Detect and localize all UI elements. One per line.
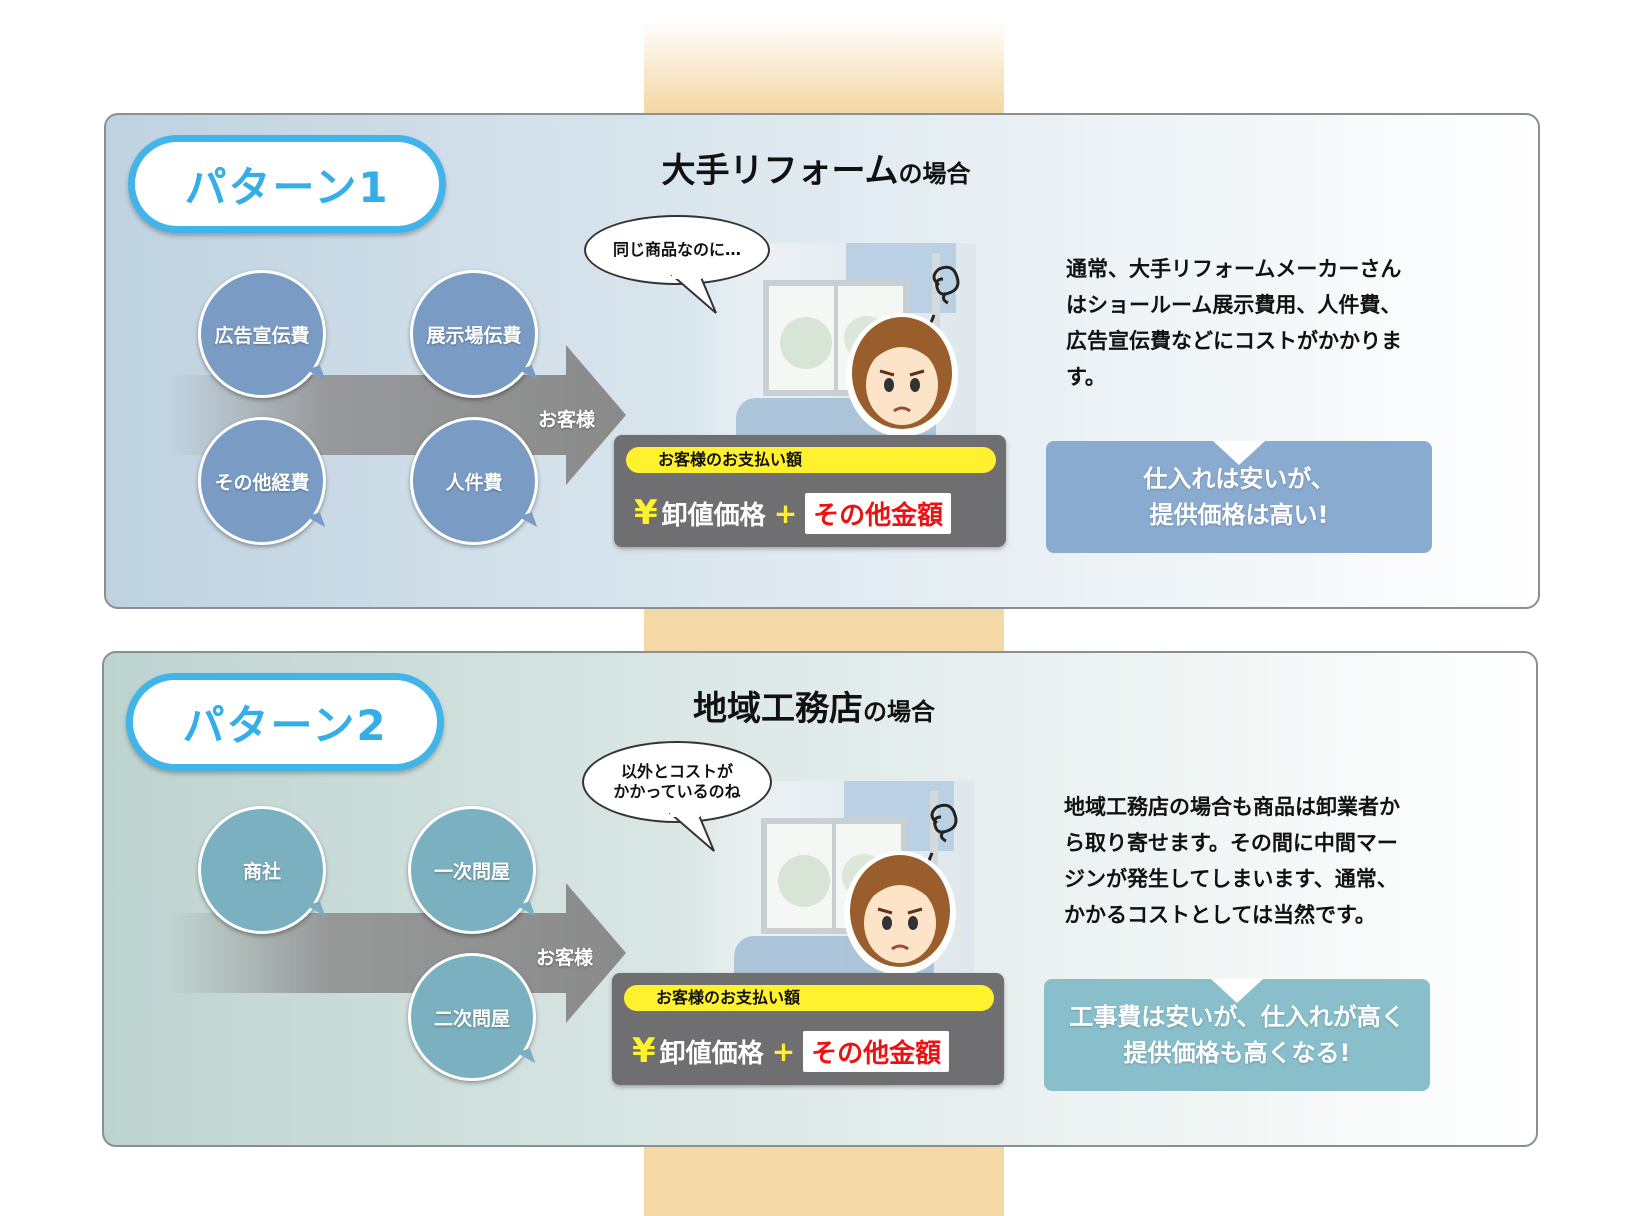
callout-line1: 工事費は安いが、仕入れが高く xyxy=(1069,1003,1405,1031)
pattern2-title: 地域工務店の場合 xyxy=(534,681,1094,730)
payment-box: お客様のお支払い額 ¥ 卸値価格 + その他金額 xyxy=(614,435,1006,547)
speech-line2: かかっているのね xyxy=(613,782,741,801)
payment-box: お客様のお支払い額 ¥ 卸値価格 + その他金額 xyxy=(612,973,1004,1085)
pattern2-description: 地域工務店の場合も商品は卸業者から取り寄せます。その間に中間マージンが発生してし… xyxy=(1064,795,1400,927)
callout-line2: 提供価格は高い! xyxy=(1149,501,1329,529)
wholesale-price: 卸値価格 xyxy=(661,500,766,531)
pattern1-panel: パターン1 大手リフォームの場合 広告宣伝費 展示場伝費 その他経費 人件費 お… xyxy=(104,113,1540,609)
arrow-customer-label: お客様 xyxy=(538,409,596,431)
cost-circle-other: その他経費 xyxy=(198,417,326,545)
yen-icon: ¥ xyxy=(632,1031,656,1071)
arrow-customer-label: お客様 xyxy=(536,947,594,969)
speech-tail xyxy=(670,275,717,314)
speech-bubble: 同じ商品なのに… xyxy=(584,215,770,285)
payment-label: お客様のお支払い額 xyxy=(626,447,996,473)
yen-icon: ¥ xyxy=(634,493,658,533)
plus-sign: + xyxy=(773,496,798,530)
plus-sign: + xyxy=(771,1034,796,1068)
cost-circle-primary-wholesaler: 一次問屋 xyxy=(408,806,536,934)
speech-bubble: 以外とコストが かかっているのね xyxy=(582,741,772,823)
pattern2-badge: パターン2 xyxy=(126,673,444,771)
pattern1-description: 通常、大手リフォームメーカーさんはショールーム展示費用、人件費、広告宣伝費などに… xyxy=(1066,257,1402,389)
pattern1-title-suffix: の場合 xyxy=(898,160,971,188)
callout-line2: 提供価格も高くなる! xyxy=(1123,1039,1351,1067)
other-amount: その他金額 xyxy=(803,1030,950,1072)
callout-line1: 仕入れは安いが、 xyxy=(1143,465,1335,493)
payment-formula: ¥ 卸値価格 + その他金額 xyxy=(632,1030,950,1072)
pattern1-title-main: 大手リフォーム xyxy=(661,151,899,191)
pattern1-callout: 仕入れは安いが、 提供価格は高い! xyxy=(1046,441,1432,553)
pattern1-badge: パターン1 xyxy=(128,135,446,233)
cost-circle-secondary-wholesaler: 二次問屋 xyxy=(408,953,536,1081)
speech-tail xyxy=(668,813,715,852)
cost-circle-personnel: 人件費 xyxy=(410,417,538,545)
pattern2-title-suffix: の場合 xyxy=(863,698,935,726)
speech-line1: 以外とコストが xyxy=(620,762,733,781)
pattern2-callout: 工事費は安いが、仕入れが高く 提供価格も高くなる! xyxy=(1044,979,1430,1091)
pattern2-title-main: 地域工務店 xyxy=(693,689,863,729)
cost-circle-showroom: 展示場伝費 xyxy=(410,270,538,398)
pattern2-panel: パターン2 地域工務店の場合 商社 一次問屋 二次問屋 お客様 xyxy=(102,651,1538,1147)
payment-label: お客様のお支払い額 xyxy=(624,985,994,1011)
cost-circle-advertising: 広告宣伝費 xyxy=(198,270,326,398)
other-amount: その他金額 xyxy=(805,492,952,534)
pattern1-title: 大手リフォームの場合 xyxy=(536,143,1096,192)
wholesale-price: 卸値価格 xyxy=(659,1038,764,1069)
payment-formula: ¥ 卸値価格 + その他金額 xyxy=(634,492,952,534)
cost-circle-trading-company: 商社 xyxy=(198,806,326,934)
